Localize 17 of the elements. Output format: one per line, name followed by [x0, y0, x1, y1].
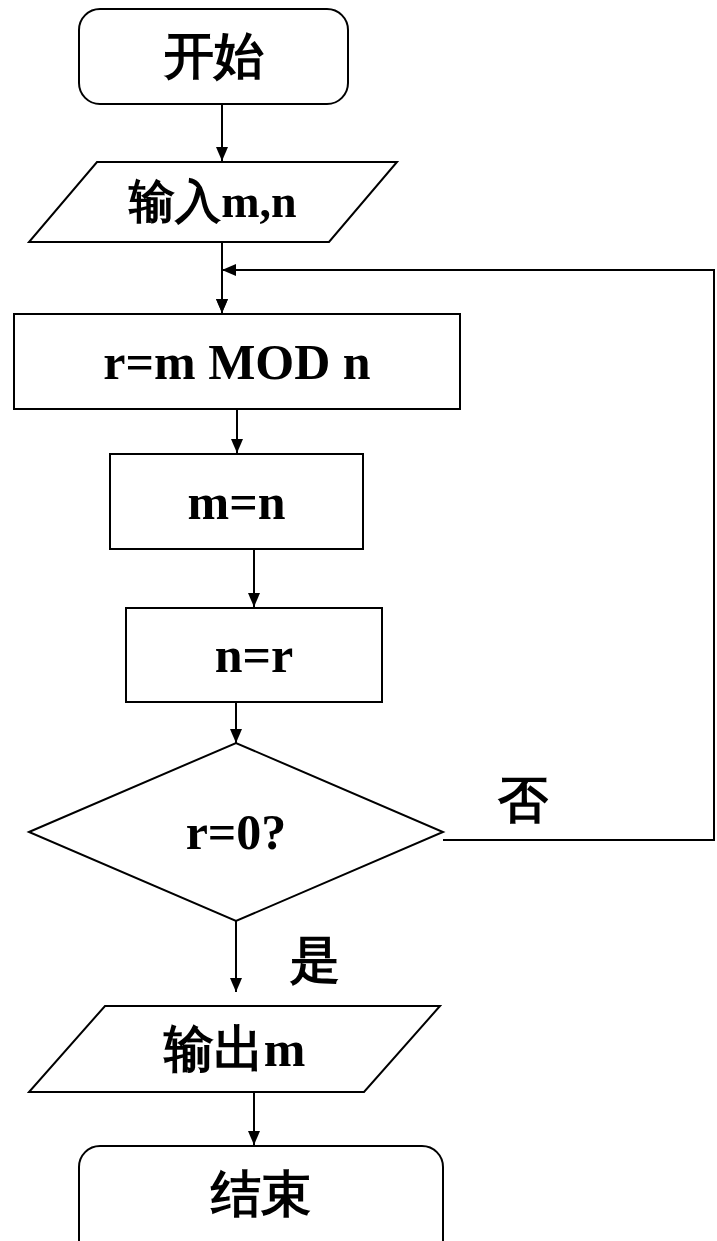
arrow: [230, 702, 242, 744]
arrow: [216, 264, 715, 841]
arrow: [248, 1092, 260, 1146]
process-box: r=m MOD n: [13, 313, 461, 410]
terminal-box: 结束: [78, 1145, 444, 1241]
process-box: m=n: [109, 453, 364, 550]
process-box: n=r: [125, 607, 383, 703]
input-output-parallelogram: 输出m: [29, 1005, 440, 1093]
decision-diamond: r=0?: [29, 743, 443, 921]
arrow: [230, 920, 242, 993]
edge-label: 是: [288, 935, 342, 985]
arrow: [216, 104, 228, 162]
arrow: [248, 549, 260, 608]
arrow: [231, 409, 243, 454]
input-output-parallelogram: 输入m,n: [29, 161, 397, 243]
terminal-box: 开始: [78, 8, 349, 105]
edge-label: 否: [496, 775, 550, 825]
